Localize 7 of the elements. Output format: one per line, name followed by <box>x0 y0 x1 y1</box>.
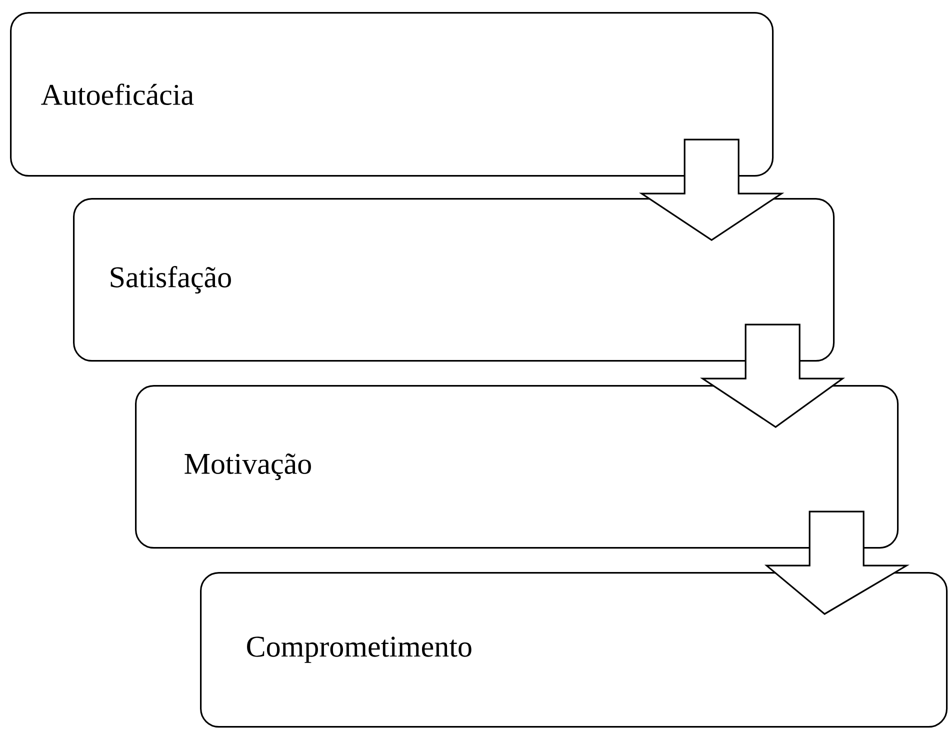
process-box: Autoeficácia <box>10 12 774 177</box>
process-box: Motivação <box>135 385 899 549</box>
process-box: Comprometimento <box>200 572 948 728</box>
arrow <box>700 324 846 428</box>
arrow <box>638 138 784 241</box>
process-box: Satisfação <box>73 198 835 362</box>
arrow <box>764 510 910 615</box>
